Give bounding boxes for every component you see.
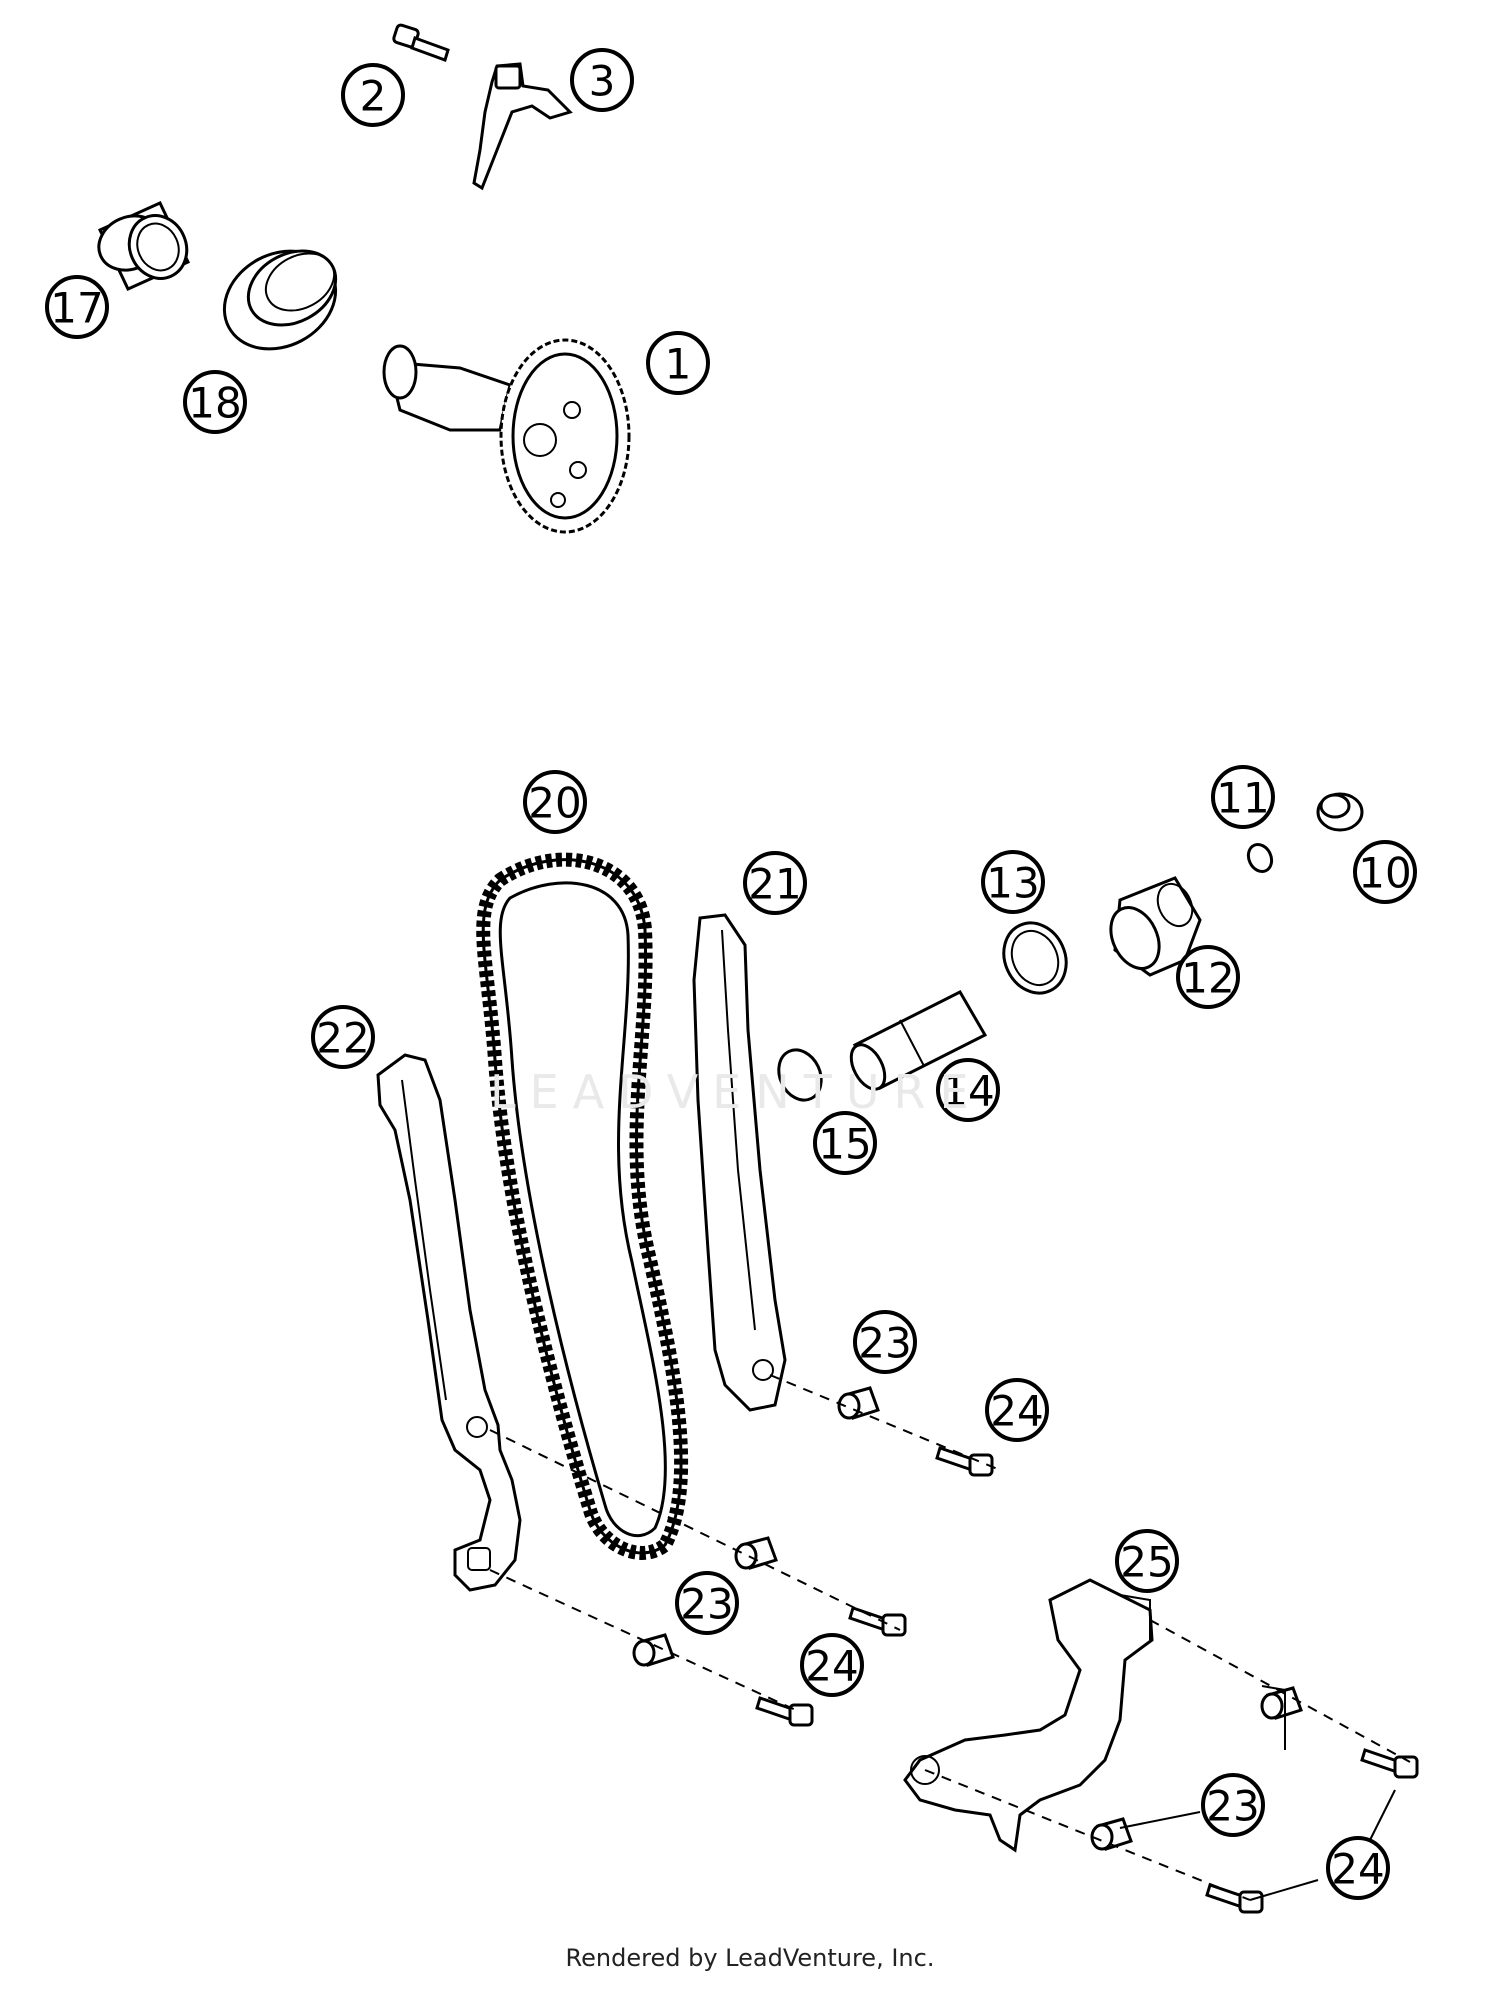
callout-c24c: 24	[1326, 1836, 1390, 1900]
callout-number: 14	[941, 1067, 994, 1116]
callout-c25: 25	[1115, 1529, 1179, 1593]
callout-circle	[1176, 945, 1240, 1009]
callout-circle	[183, 370, 247, 434]
leader-lines	[1119, 1685, 1396, 1901]
part-14-tensioner-plunger	[849, 990, 988, 1091]
part-21-tensioner-rail	[692, 913, 787, 1412]
part-25-guide	[903, 1578, 1154, 1853]
part-1-camshaft	[382, 338, 631, 534]
part-2-bolt	[392, 23, 450, 62]
watermark: LEADVENTURE	[490, 1065, 983, 1119]
callout-circle	[675, 1571, 739, 1635]
callout-c24b: 24	[800, 1633, 864, 1697]
callout-number: 18	[188, 379, 241, 428]
sleeve-23-a	[837, 1386, 880, 1420]
callout-number: 23	[858, 1319, 911, 1368]
callout-circle	[813, 1111, 877, 1175]
callout-number: 23	[1206, 1782, 1259, 1831]
callout-c21: 21	[743, 851, 807, 915]
callout-c17: 17	[45, 275, 109, 339]
part-22-guide-rail	[376, 1053, 522, 1592]
callout-number: 23	[680, 1580, 733, 1629]
part-24-bolts	[755, 1446, 1419, 1914]
callout-number: 1	[665, 340, 692, 389]
callout-number: 15	[818, 1120, 871, 1169]
callout-c23a: 23	[853, 1310, 917, 1374]
callout-c18: 18	[183, 370, 247, 434]
callout-number: 13	[986, 859, 1039, 908]
callout-circle	[743, 851, 807, 915]
part-20-timing-chain	[476, 852, 689, 1560]
callout-circle	[985, 1378, 1049, 1442]
callout-circle	[1201, 1773, 1265, 1837]
callout-c23b: 23	[675, 1571, 739, 1635]
callout-c24a: 24	[985, 1378, 1049, 1442]
callout-circle	[853, 1310, 917, 1374]
callout-number: 24	[805, 1642, 858, 1691]
callout-c22: 22	[311, 1005, 375, 1069]
callout-circle	[45, 275, 109, 339]
callout-circle	[936, 1058, 1000, 1122]
callout-c15: 15	[813, 1111, 877, 1175]
callout-c12: 12	[1176, 945, 1240, 1009]
callout-c23c: 23	[1201, 1773, 1265, 1837]
callout-number: 24	[990, 1387, 1043, 1436]
callout-circle	[341, 63, 405, 127]
bolt-24-c	[755, 1696, 814, 1727]
callout-number: 17	[50, 284, 103, 333]
callout-circle	[570, 48, 634, 112]
callout-c2: 2	[341, 63, 405, 127]
callout-circle	[311, 1005, 375, 1069]
callout-c14: 14	[936, 1058, 1000, 1122]
part-17-needle-bearing	[97, 201, 191, 291]
callout-number: 22	[316, 1014, 369, 1063]
callout-number: 20	[528, 779, 581, 828]
callout-c20: 20	[523, 770, 587, 834]
part-13-o-ring	[1002, 921, 1068, 995]
callout-circle	[1211, 765, 1275, 829]
callout-number: 12	[1181, 954, 1234, 1003]
bolt-24-d	[1360, 1748, 1419, 1779]
part-23-sleeves	[632, 1386, 1303, 1851]
sleeve-23-b	[734, 1536, 778, 1570]
callout-c13: 13	[981, 850, 1045, 914]
callout-circle	[1326, 1836, 1390, 1900]
part-11-small-o-ring	[1246, 842, 1274, 874]
callout-number: 2	[360, 72, 387, 121]
callout-circle	[981, 850, 1045, 914]
footer-credit: Rendered by LeadVenture, Inc.	[565, 1944, 935, 1972]
callout-circle	[1353, 840, 1417, 904]
callout-number: 25	[1120, 1538, 1173, 1587]
part-15-circlip	[777, 1048, 823, 1102]
callout-circle	[1115, 1529, 1179, 1593]
alignment-lines	[489, 1374, 1411, 1901]
part-10-plug-screw	[1316, 792, 1364, 832]
callout-number: 21	[748, 860, 801, 909]
callout-c10: 10	[1353, 840, 1417, 904]
bolt-24-a	[935, 1446, 994, 1477]
callout-number: 10	[1358, 849, 1411, 898]
callout-number: 11	[1216, 774, 1269, 823]
callout-number: 3	[589, 57, 616, 106]
callout-c3: 3	[570, 48, 634, 112]
part-12-tensioner-housing	[1109, 876, 1202, 977]
callout-number: 24	[1331, 1845, 1384, 1894]
callout-c11: 11	[1211, 765, 1275, 829]
callout-circle	[800, 1633, 864, 1697]
callout-c1: 1	[646, 331, 710, 395]
callout-circle	[523, 770, 587, 834]
part-18-bearing-ring	[222, 249, 338, 351]
part-3-bracket	[472, 62, 573, 191]
bolt-24-b	[848, 1606, 907, 1637]
callout-circle	[646, 331, 710, 395]
